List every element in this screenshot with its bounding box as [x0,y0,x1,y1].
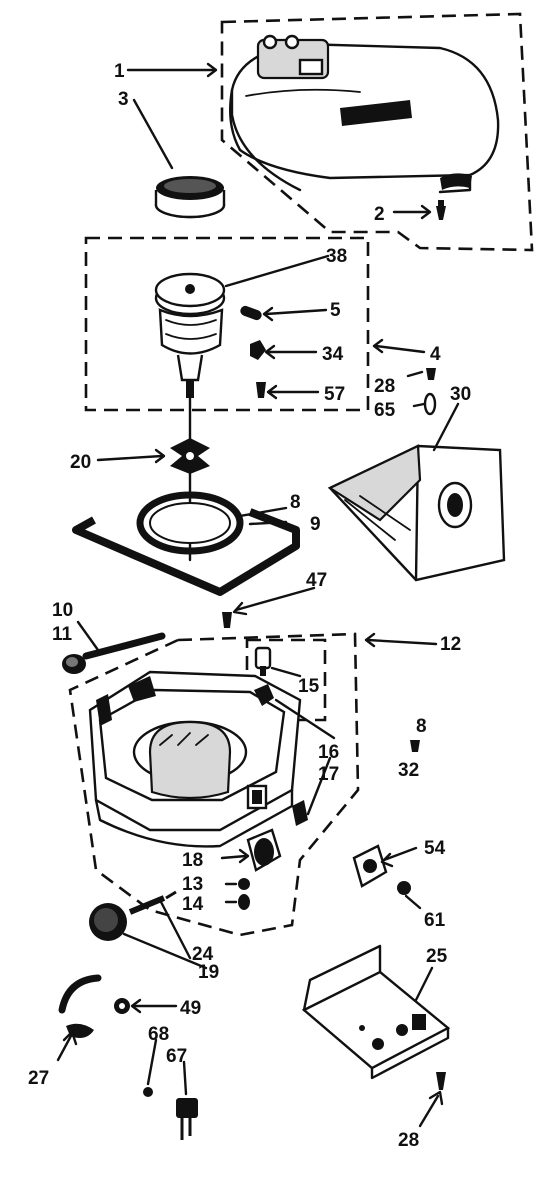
label-2: 2 [374,204,385,225]
label-1: 1 [114,61,125,82]
screw-part-2 [436,200,446,220]
seal-part-9 [72,508,300,596]
fan-part-20 [170,438,210,474]
part-68-small [143,1087,153,1097]
plug-part-17 [292,800,308,826]
label-4: 4 [430,344,441,365]
label-32: 32 [398,760,419,781]
label-13: 13 [182,874,203,895]
label-54: 54 [424,838,446,859]
tank-part-12 [88,670,302,848]
screw-part-28-lower [436,1072,446,1090]
label-5: 5 [330,300,341,321]
screw-part-28-upper [426,368,436,380]
brush-part-5 [240,305,262,321]
motor-assembly-dashed-box [84,236,370,412]
axle-part-24 [128,890,177,915]
gasket-part-8 [136,491,244,555]
label-15: 15 [298,676,320,697]
label-38: 38 [326,246,347,267]
wheel-part-19 [89,903,127,941]
label-28-upper: 28 [374,376,395,397]
screw-part-47 [222,612,232,628]
motor-part-38 [154,272,226,562]
hood-assembly-dashed-box [220,12,534,252]
screw-part-61 [397,881,411,895]
label-57: 57 [324,384,345,405]
label-67: 67 [166,1046,187,1067]
grommet-part-65 [423,392,437,416]
bracket-part-34 [250,340,266,360]
bag-part-30 [327,444,506,582]
label-9: 9 [310,514,321,535]
filter-part-3 [154,176,226,219]
rod-part-10 [82,632,166,660]
label-47: 47 [306,570,327,591]
switch-plate-part-54 [352,844,388,888]
connector-part-67 [176,1098,198,1140]
hood-part [229,34,500,194]
label-8-gasket: 8 [290,492,301,513]
label-27: 27 [28,1068,49,1089]
label-34: 34 [322,344,344,365]
nut-part-13 [238,878,250,890]
label-20: 20 [70,452,91,473]
label-19: 19 [198,962,219,983]
label-61: 61 [424,910,446,931]
clip-part-49 [114,998,130,1014]
hose-part-27 [58,974,102,1038]
label-25: 25 [426,946,448,967]
label-68: 68 [148,1024,169,1045]
part-32-small [410,740,420,752]
label-17: 17 [318,764,339,785]
base-plate-part-25 [301,944,451,1080]
screw-part-57 [256,382,266,398]
label-8-small: 8 [416,716,427,737]
switch-part-15 [254,646,272,676]
label-18: 18 [182,850,203,871]
label-28-lower: 28 [398,1130,419,1151]
label-10: 10 [52,600,73,621]
label-14: 14 [182,894,204,915]
label-11: 11 [52,624,73,645]
tank-assembly-dashed-box [68,632,360,937]
label-16: 16 [318,742,339,763]
label-49: 49 [180,998,201,1019]
label-65: 65 [374,400,396,421]
label-3: 3 [118,89,129,110]
leader-lines [56,62,460,1128]
switch-part-16 [254,684,274,706]
label-12: 12 [440,634,461,655]
label-24: 24 [192,944,214,965]
bracket-part-18 [246,828,282,872]
cap-part-11 [62,654,86,674]
washer-part-14 [238,894,250,910]
label-30: 30 [450,384,471,405]
